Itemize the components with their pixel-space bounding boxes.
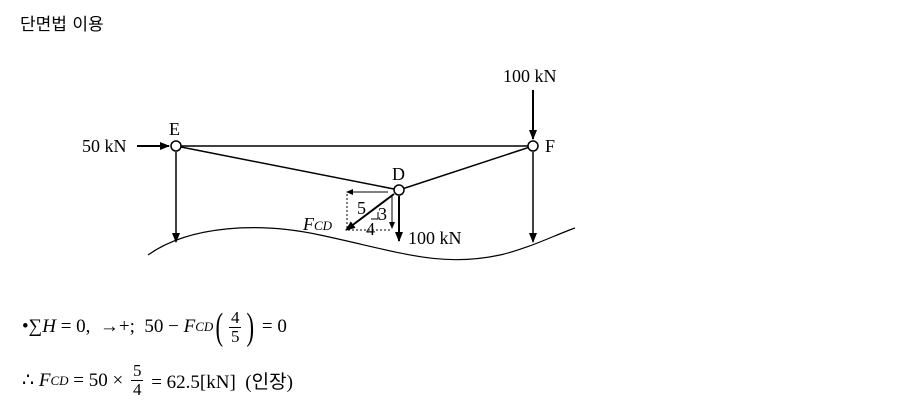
force-subscript: CD: [195, 319, 214, 334]
right-angle-marker: [371, 212, 379, 220]
equation-middle: = 50 ×: [68, 369, 128, 391]
triangle-hyp-label: 5: [357, 198, 366, 218]
node-e-label: E: [169, 119, 180, 139]
force-symbol: F: [38, 369, 51, 391]
force-cd-arrow: [345, 193, 395, 231]
triangle-vert-label: 3: [378, 204, 387, 224]
therefore-symbol: ∴: [22, 370, 39, 391]
triangle-horiz-label: 4: [366, 219, 375, 239]
load-top-label: 100 kN: [503, 66, 557, 86]
equation-lhs: ; 50 −: [129, 316, 184, 337]
variable-h: H: [42, 316, 56, 337]
node-e-joint: [170, 140, 182, 152]
bullet: •: [22, 316, 29, 337]
left-paren: (: [215, 306, 224, 348]
right-paren: ): [246, 306, 255, 348]
force-cd-label: FCD: [302, 214, 333, 234]
force-subscript: CD: [314, 218, 333, 233]
force-symbol: F: [183, 316, 196, 337]
equals-zero: = 0,: [55, 316, 100, 337]
section-title: 단면법 이용: [20, 15, 104, 35]
member-df: [398, 145, 534, 191]
direction-sign: →+: [99, 316, 130, 337]
equation-rhs: = 0: [257, 316, 287, 337]
member-ed: [175, 145, 400, 191]
force-subscript: CD: [50, 372, 69, 388]
load-d-label: 100 kN: [408, 228, 462, 248]
truss-diagram: 100 kN 50 kN 100 kN E F D FCD 5 3 4: [82, 66, 576, 261]
force-symbol: F: [302, 214, 315, 234]
fraction-denominator: 5: [230, 326, 240, 346]
fraction-denominator: 4: [132, 380, 142, 399]
node-f-label: F: [545, 136, 555, 156]
node-d-joint: [393, 184, 405, 196]
load-left-label: 50 kN: [82, 136, 127, 156]
fraction-numerator: 4: [228, 307, 242, 328]
fraction-numerator: 5: [130, 361, 144, 381]
sum-symbol: ∑: [28, 316, 43, 337]
node-d-label: D: [392, 164, 405, 184]
node-f-joint: [527, 140, 539, 152]
ground-line: [147, 227, 576, 261]
equation-result-value: = 62.5[kN] (인장): [146, 372, 293, 393]
